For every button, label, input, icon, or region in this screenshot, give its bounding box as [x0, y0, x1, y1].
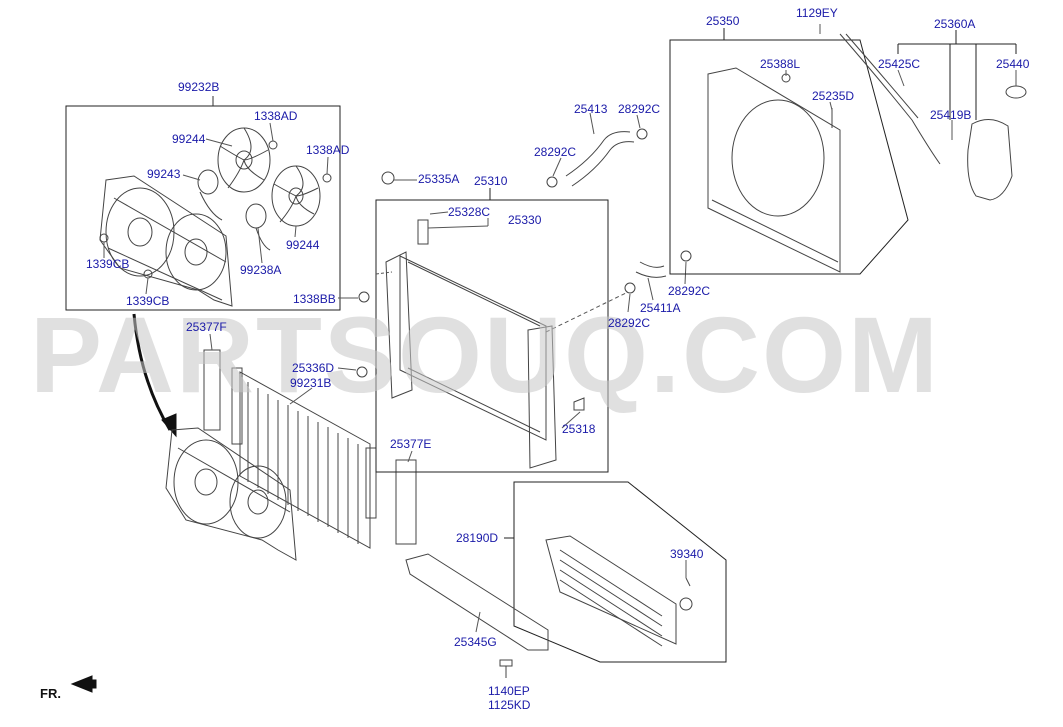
- part-label-28292C[interactable]: 28292C: [534, 145, 577, 159]
- part-label-28292C[interactable]: 28292C: [668, 284, 711, 298]
- part-label-28292C[interactable]: 28292C: [618, 102, 661, 116]
- reservoir-leader-lines: [897, 69, 1017, 140]
- part-label-25318[interactable]: 25318: [562, 422, 596, 436]
- assembly-arrowhead: [161, 413, 177, 438]
- condenser: [231, 367, 377, 549]
- radiator-group-frame: [375, 188, 609, 473]
- part-label-25350[interactable]: 25350: [706, 14, 740, 28]
- fan-leader-lines: [103, 122, 329, 295]
- fan-blade-2: [271, 165, 321, 227]
- radiator: [356, 171, 585, 469]
- part-label-28190D[interactable]: 28190D: [456, 531, 499, 545]
- part-label-25411A[interactable]: 25411A: [640, 301, 681, 315]
- fan-assembly-frame: [65, 96, 341, 311]
- part-label-25328C[interactable]: 25328C: [448, 205, 491, 219]
- part-label-1129EY[interactable]: 1129EY: [796, 6, 838, 20]
- part-label-25235D[interactable]: 25235D: [812, 89, 855, 103]
- arrow-icon: [70, 675, 97, 693]
- part-label-99244[interactable]: 99244: [172, 132, 206, 146]
- part-label-1140EP[interactable]: 1140EP: [488, 684, 530, 698]
- leader-25377E: [407, 450, 413, 463]
- hose-leader-lines: [545, 112, 687, 333]
- fan-shroud-upper: [99, 175, 233, 307]
- upper-hose: [546, 128, 648, 188]
- part-label-25330[interactable]: 25330: [508, 213, 542, 227]
- part-label-1125KD[interactable]: 1125KD: [488, 698, 531, 712]
- direction-label: FR.: [40, 686, 61, 701]
- intercooler: [545, 535, 693, 647]
- part-label-25335A[interactable]: 25335A: [418, 172, 460, 186]
- part-label-25388L[interactable]: 25388L: [760, 57, 801, 71]
- assembly-arrow: [132, 313, 172, 431]
- radiator-shroud: [707, 67, 841, 273]
- intercooler-group-frame: [504, 481, 727, 663]
- reservoir-tank: [839, 33, 1027, 201]
- part-label-25377E[interactable]: 25377E: [390, 437, 432, 451]
- part-label-25425C[interactable]: 25425C: [878, 57, 921, 71]
- leader-99231B: [289, 387, 313, 405]
- air-guard-right: [395, 459, 417, 545]
- part-label-99231B[interactable]: 99231B: [290, 376, 332, 390]
- part-label-25440[interactable]: 25440: [996, 57, 1030, 71]
- part-label-25360A[interactable]: 25360A: [934, 17, 976, 31]
- part-label-25345G[interactable]: 25345G: [454, 635, 497, 649]
- fan-motor-2: [245, 203, 271, 251]
- fan-shroud-lower: [165, 427, 297, 561]
- part-label-1338AD[interactable]: 1338AD: [306, 143, 350, 157]
- reservoir-group: [897, 30, 1017, 120]
- part-label-99232B[interactable]: 99232B: [178, 80, 220, 94]
- part-label-99243[interactable]: 99243: [147, 167, 181, 181]
- shroud-leader-lines: [785, 24, 833, 111]
- part-label-25310[interactable]: 25310: [474, 174, 508, 188]
- part-label-25413[interactable]: 25413: [574, 102, 608, 116]
- part-label-1339CB[interactable]: 1339CB: [126, 294, 170, 308]
- radiator-leader-lines: [337, 179, 581, 429]
- lower-hose: [624, 250, 692, 294]
- part-label-1338AD[interactable]: 1338AD: [254, 109, 298, 123]
- part-label-28292C[interactable]: 28292C: [608, 316, 651, 330]
- part-label-1338BB[interactable]: 1338BB: [293, 292, 336, 306]
- leader-25345G: [475, 611, 481, 633]
- part-label-25336D[interactable]: 25336D: [292, 361, 335, 375]
- air-guard-left: [203, 349, 221, 431]
- lower-bracket: [405, 553, 549, 678]
- part-label-25377F[interactable]: 25377F: [186, 320, 227, 334]
- part-label-99244[interactable]: 99244: [286, 238, 320, 252]
- shroud-group-frame: [669, 28, 909, 275]
- part-label-39340[interactable]: 39340: [670, 547, 704, 561]
- part-label-99238A[interactable]: 99238A: [240, 263, 282, 277]
- leader-25377F: [209, 333, 213, 351]
- part-label-25419B[interactable]: 25419B: [930, 108, 972, 122]
- fan-motor-1: [197, 169, 223, 221]
- part-label-1339CB[interactable]: 1339CB: [86, 257, 130, 271]
- fan-blade-1: [217, 127, 271, 193]
